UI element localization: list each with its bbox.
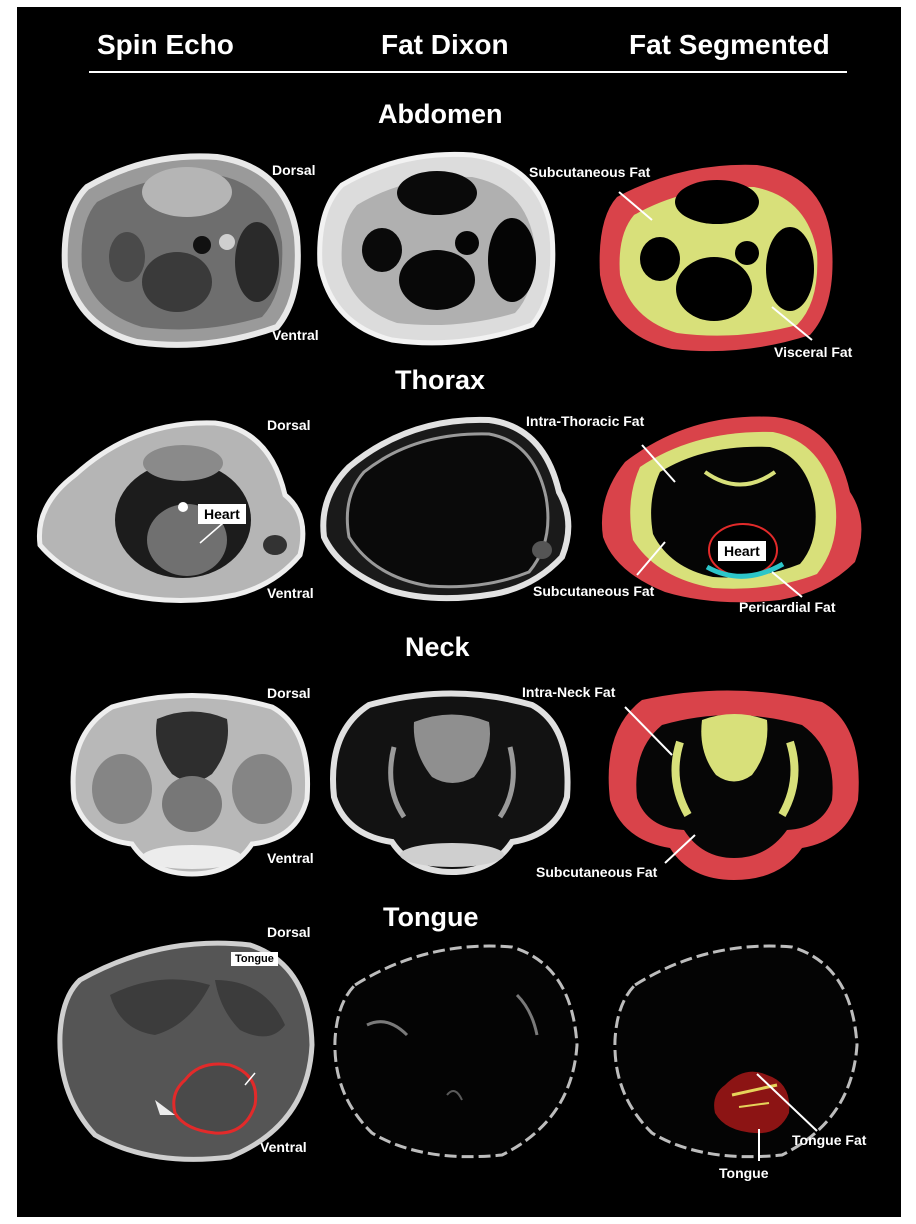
tongue-leader-lines — [756, 1073, 818, 1161]
section-title-tongue: Tongue — [383, 902, 479, 932]
abdomen-label-visceral-fat: Visceral Fat — [774, 344, 853, 360]
abdomen-label-subcutaneous-fat: Subcutaneous Fat — [529, 164, 651, 180]
thorax-ventral-label: Ventral — [267, 585, 314, 601]
neck-fat-segmented-image — [608, 690, 859, 880]
neck-dorsal-label: Dorsal — [267, 685, 311, 701]
tongue-label-tongue-fat: Tongue Fat — [792, 1132, 867, 1148]
neck-label-intra-neck-fat: Intra-Neck Fat — [522, 684, 616, 700]
tongue-spin-echo-image — [57, 940, 315, 1162]
neck-leader-lines — [624, 706, 696, 864]
section-title-neck: Neck — [405, 632, 470, 662]
column-header-fat-dixon: Fat Dixon — [381, 29, 509, 60]
column-header-fat-segmented: Fat Segmented — [629, 29, 830, 60]
thorax-label-pericardial-fat: Pericardial Fat — [739, 599, 836, 615]
tongue-dorsal-label: Dorsal — [267, 924, 311, 940]
abdomen-fat-dixon-image — [317, 151, 556, 346]
tongue-ventral-label: Ventral — [260, 1139, 307, 1155]
neck-label-subcutaneous-fat: Subcutaneous Fat — [536, 864, 658, 880]
abdomen-fat-segmented-image — [599, 164, 833, 352]
thorax-fat-dixon-image — [320, 416, 572, 602]
thorax-label-subcutaneous-fat: Subcutaneous Fat — [533, 583, 655, 599]
figure-panel: Spin Echo Fat Dixon Fat Segmented Abdome… — [17, 7, 901, 1217]
header-divider — [89, 71, 847, 73]
section-title-thorax: Thorax — [395, 365, 486, 395]
thorax-leader-lines — [636, 444, 803, 598]
neck-fat-dixon-image — [330, 690, 571, 876]
neck-ventral-label: Ventral — [267, 850, 314, 866]
thorax-dorsal-label: Dorsal — [267, 417, 311, 433]
tongue-fat-dixon-image — [333, 944, 579, 1159]
thorax-heart-label-spin-echo: Heart — [198, 504, 246, 524]
column-header-spin-echo: Spin Echo — [97, 29, 234, 60]
abdomen-dorsal-label: Dorsal — [272, 162, 316, 178]
abdomen-leader-lines — [618, 191, 813, 341]
abdomen-ventral-label: Ventral — [272, 327, 319, 343]
tongue-label-spin-echo: Tongue — [231, 952, 278, 966]
neck-spin-echo-image — [70, 693, 311, 877]
section-title-abdomen: Abdomen — [378, 99, 503, 129]
tongue-label-tongue: Tongue — [719, 1165, 769, 1181]
thorax-spin-echo-image — [36, 420, 306, 604]
thorax-label-intra-thoracic-fat: Intra-Thoracic Fat — [526, 413, 645, 429]
abdomen-spin-echo-image — [61, 153, 301, 348]
thorax-heart-label-segmented: Heart — [718, 541, 766, 561]
